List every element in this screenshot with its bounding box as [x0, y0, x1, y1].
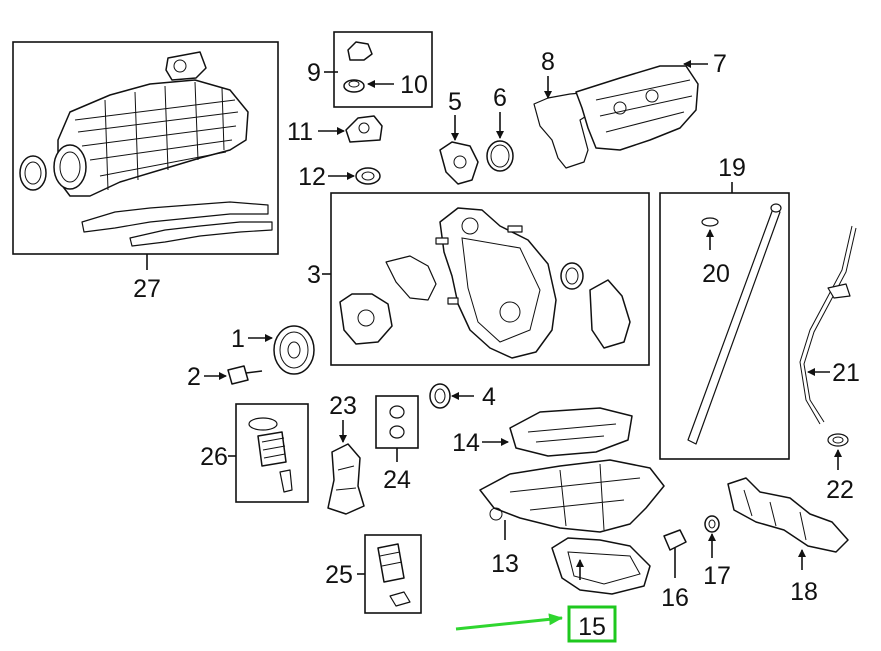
- oil-filter-group: 26: [200, 403, 309, 503]
- label-19: 19: [718, 154, 746, 182]
- label-3: 3: [307, 261, 321, 289]
- part-22-group: 22: [826, 433, 854, 504]
- part-17-group: 17: [703, 515, 731, 590]
- label-14: 14: [452, 429, 480, 457]
- label-25: 25: [325, 561, 353, 589]
- label-27: 27: [133, 275, 161, 303]
- timing-cover-frame: [330, 192, 650, 366]
- label-6: 6: [493, 84, 507, 112]
- label-15: 15: [578, 613, 606, 641]
- part-14-group: 14: [452, 407, 633, 457]
- part-5-group: 5: [439, 88, 479, 185]
- oil-pan-lower-group: 15: [455, 537, 651, 643]
- part-2-group: 2: [187, 363, 263, 391]
- label-17: 17: [703, 562, 731, 590]
- part-12-group: 12: [298, 163, 381, 191]
- label-1: 1: [231, 325, 245, 353]
- part-24-group: 24: [375, 395, 419, 494]
- label-24: 24: [383, 466, 411, 494]
- label-9: 9: [307, 59, 321, 87]
- green-pointer-arrow: [455, 613, 563, 631]
- intake-manifold-frame: [12, 41, 279, 255]
- label-8: 8: [541, 48, 555, 76]
- part-13-group: 13: [479, 459, 665, 578]
- label-20: 20: [702, 260, 730, 288]
- label-12: 12: [298, 163, 326, 191]
- part-1-group: 1: [231, 325, 315, 375]
- label-16: 16: [661, 584, 689, 612]
- part-4-group: 4: [429, 383, 496, 411]
- label-23: 23: [329, 392, 357, 420]
- label-26: 26: [200, 443, 228, 471]
- part-11-group: 11: [287, 115, 383, 146]
- label-7: 7: [713, 50, 727, 78]
- dipstick-frame: [659, 192, 790, 460]
- part-21-group: 21: [799, 225, 860, 425]
- part-18-group: 18: [727, 477, 849, 606]
- label-10: 10: [400, 71, 428, 99]
- part-24-frame: [375, 395, 419, 449]
- part-6-group: 6: [486, 84, 514, 172]
- oil-cap-frame: [333, 31, 433, 108]
- timing-cover-group: 3: [307, 192, 650, 366]
- highlight-box-15: [567, 605, 617, 643]
- oil-filter-frame: [235, 403, 309, 503]
- label-4: 4: [482, 383, 496, 411]
- part-23-group: 23: [327, 392, 365, 515]
- part-16-group: 16: [661, 529, 689, 612]
- oil-cap-group: 9 10: [307, 31, 433, 108]
- label-5: 5: [448, 88, 462, 116]
- part-25-group: 25: [325, 534, 422, 614]
- label-21: 21: [832, 359, 860, 387]
- label-2: 2: [187, 363, 201, 391]
- intake-manifold-group: 27: [12, 41, 279, 303]
- label-22: 22: [826, 476, 854, 504]
- label-18: 18: [790, 578, 818, 606]
- dipstick-group: 19 20: [659, 154, 790, 460]
- label-11: 11: [287, 118, 313, 146]
- label-13: 13: [491, 550, 519, 578]
- valve-cover-group: 8 7: [533, 48, 727, 169]
